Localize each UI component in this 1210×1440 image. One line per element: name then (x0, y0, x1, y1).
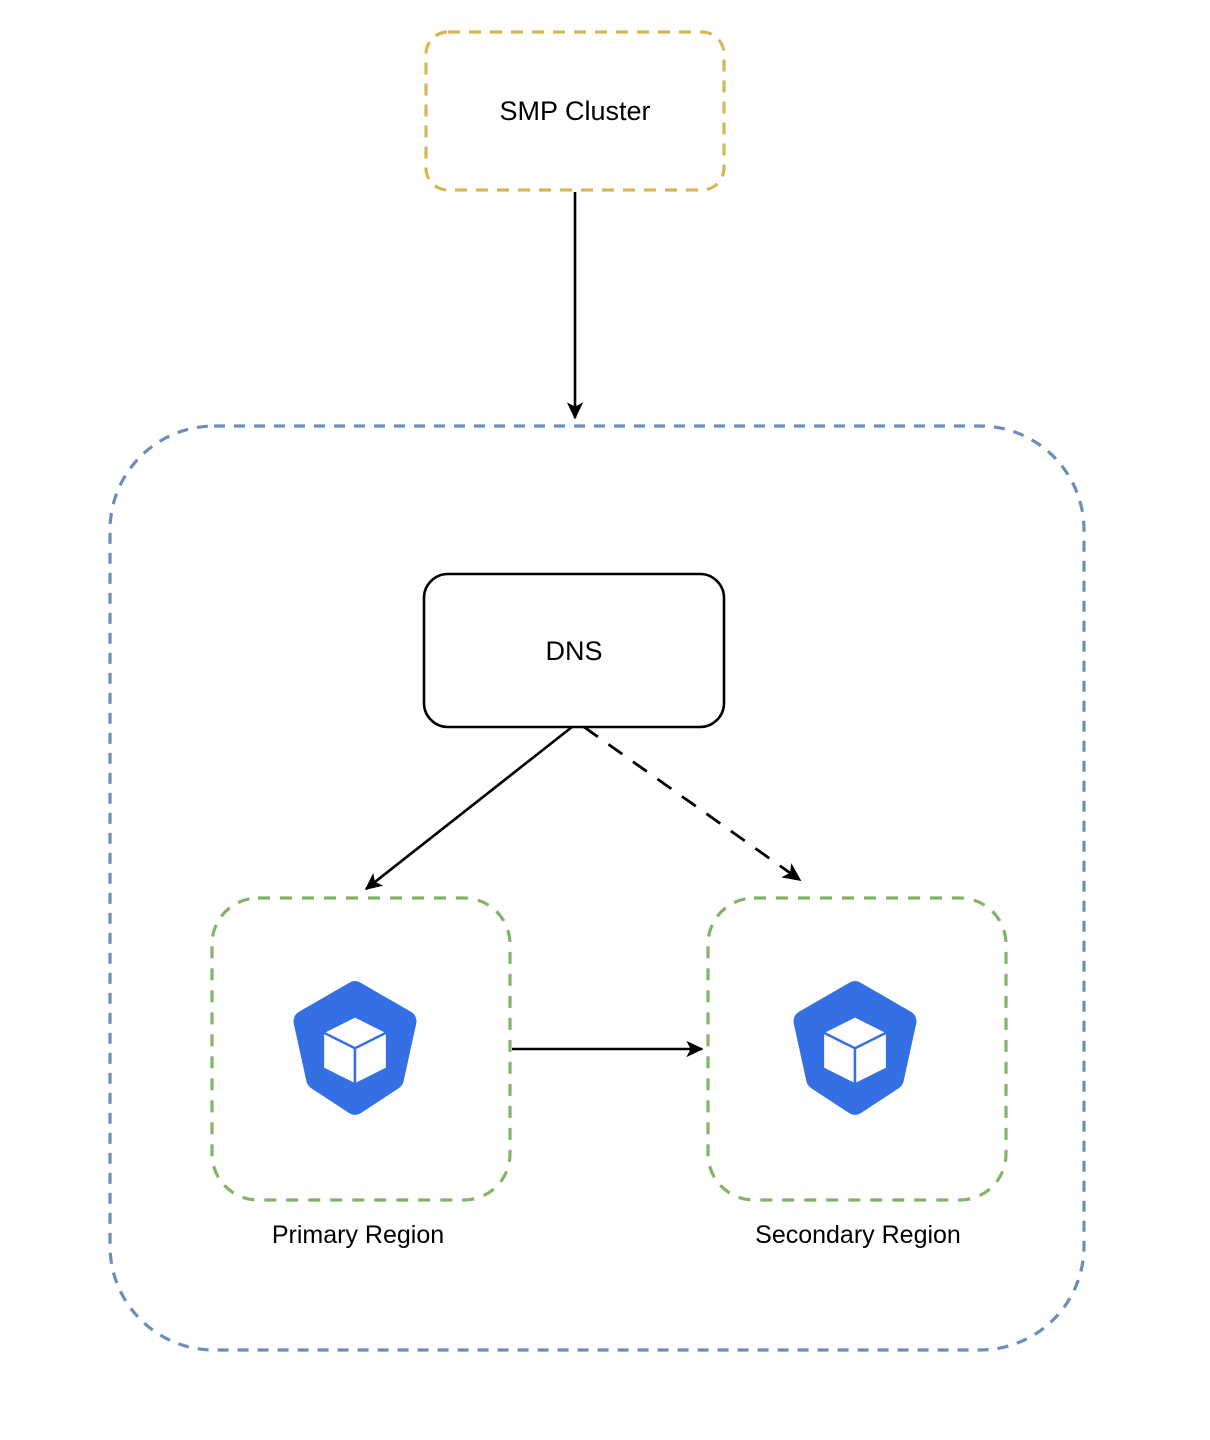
cloud-boundary-shape (108, 424, 1086, 1352)
dns-shape[interactable] (422, 572, 726, 729)
edge-dns-to-primary (364, 725, 573, 891)
smp-cluster-shape[interactable] (424, 30, 726, 192)
edge-dns-to-secondary (583, 725, 802, 882)
kubernetes-icon (793, 981, 917, 1115)
kubernetes-icon (293, 981, 417, 1115)
